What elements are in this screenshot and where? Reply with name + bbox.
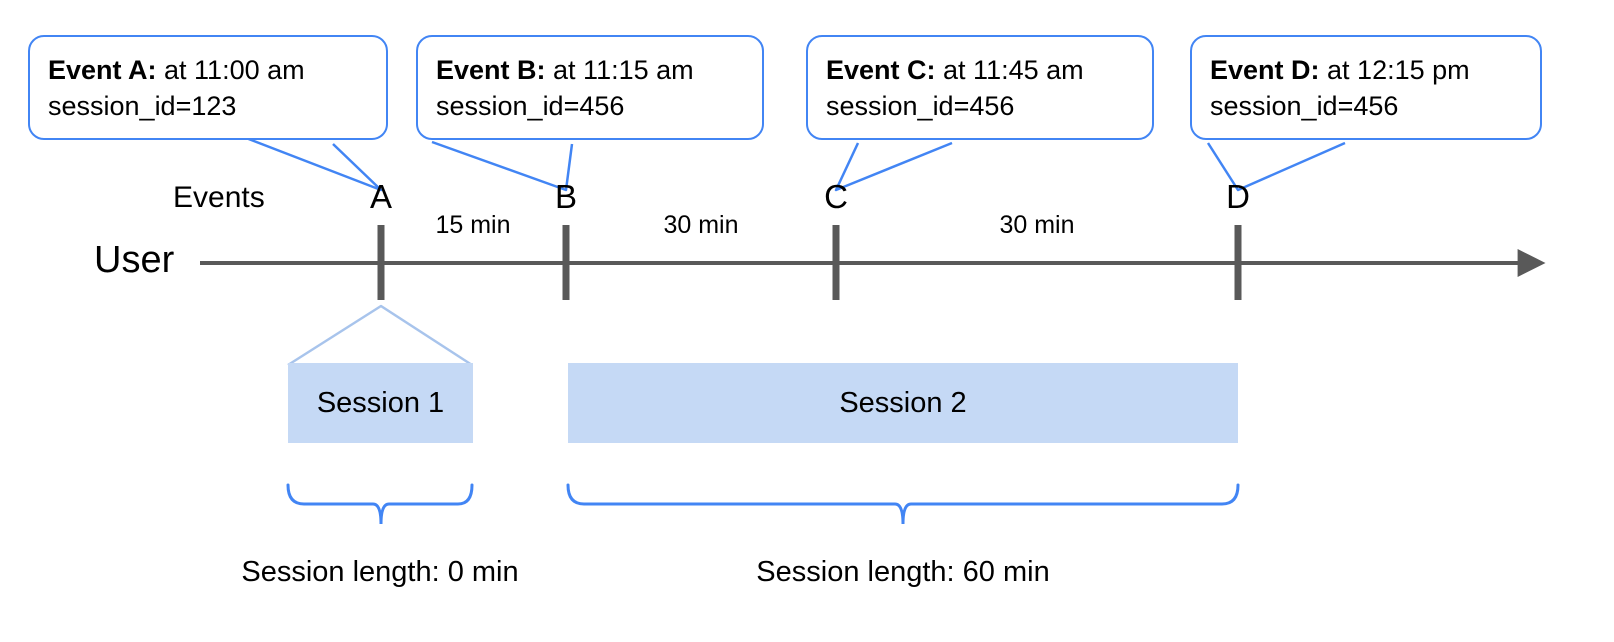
session-bar-1: Session 1 [288, 363, 473, 443]
callout-event-b-name: Event B: [436, 55, 546, 85]
callout-event-a-session: session_id=123 [48, 90, 237, 121]
callout-event-d: Event D: at 12:15 pm session_id=456 [1190, 35, 1542, 141]
callout-event-d-time: at 12:15 pm [1319, 55, 1470, 85]
session-bar-2-label: Session 2 [839, 386, 967, 419]
gap-label-b-to-c: 30 min [663, 211, 739, 239]
callout-event-c: Event C: at 11:45 am session_id=456 [806, 35, 1154, 141]
callout-event-d-session: session_id=456 [1210, 90, 1399, 121]
callout-event-a-time: at 11:00 am [156, 55, 305, 85]
callout-event-d-line1: Event D: at 12:15 pm [1210, 53, 1522, 89]
callout-event-c-session: session_id=456 [826, 90, 1015, 121]
callout-event-b-session: session_id=456 [436, 90, 625, 121]
session-1-brace [286, 483, 474, 525]
callout-tail-a [245, 136, 383, 192]
event-marker-d: D [1226, 178, 1250, 215]
callout-event-a-name: Event A: [48, 55, 157, 85]
callout-event-c-line1: Event C: at 11:45 am [826, 53, 1134, 89]
session-bar-2: Session 2 [568, 363, 1238, 443]
event-marker-a: A [369, 178, 392, 215]
callout-event-a-line1: Event A: at 11:00 am [48, 53, 368, 89]
callout-tail-b [431, 140, 574, 192]
session-2-length-label: Session length: 60 min [756, 556, 1050, 588]
callout-event-d-name: Event D: [1210, 55, 1320, 85]
gap-label-c-to-d: 30 min [999, 211, 1075, 239]
callout-tail-d [1206, 141, 1346, 192]
callout-event-b-line1: Event B: at 11:15 am [436, 53, 744, 89]
session-1-funnel [287, 304, 473, 367]
row-label-user: User [94, 239, 175, 281]
callout-event-b: Event B: at 11:15 am session_id=456 [416, 35, 764, 141]
session-1-length-label: Session length: 0 min [241, 556, 519, 588]
callout-event-c-name: Event C: [826, 55, 936, 85]
event-marker-b: B [554, 178, 577, 215]
event-marker-c: C [824, 178, 848, 215]
callout-event-b-time: at 11:15 am [545, 55, 694, 85]
gap-label-a-to-b: 15 min [435, 211, 511, 239]
callout-tail-c [834, 141, 953, 192]
callout-event-c-time: at 11:45 am [935, 55, 1084, 85]
callout-event-a: Event A: at 11:00 am session_id=123 [28, 35, 388, 141]
session-2-brace [566, 483, 1240, 525]
row-label-events: Events [173, 181, 265, 214]
session-bar-1-label: Session 1 [316, 386, 445, 419]
